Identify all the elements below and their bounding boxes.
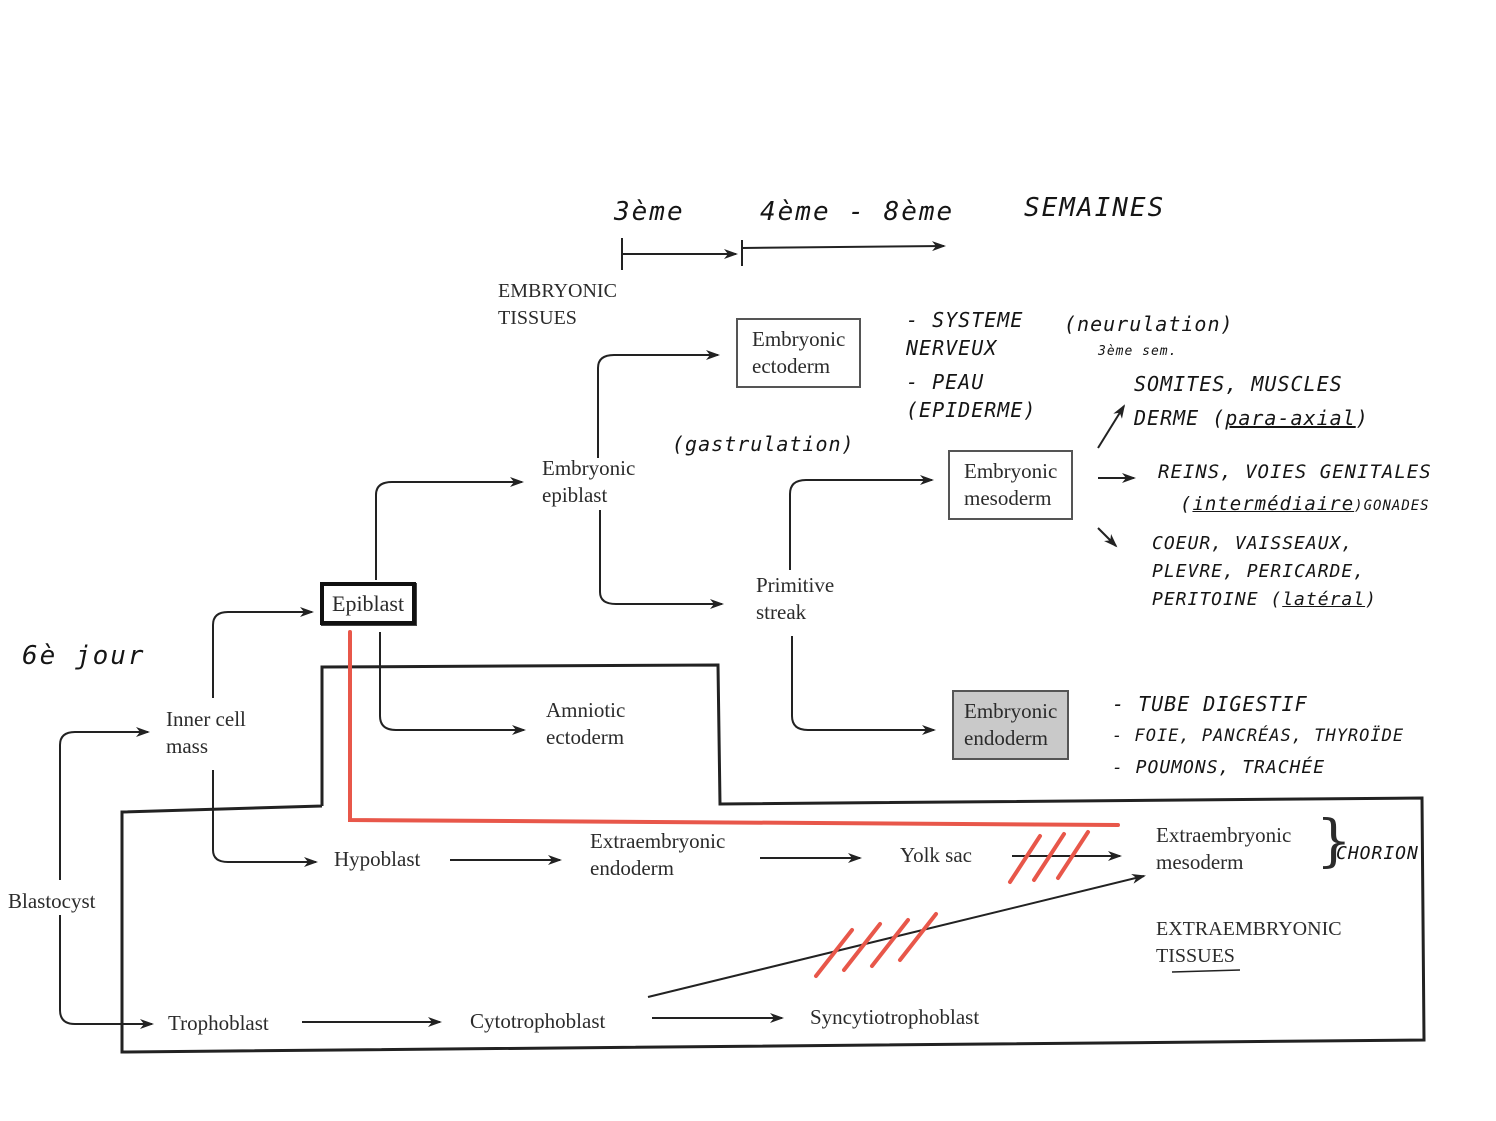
node-hypoblast: Hypoblast [334,847,421,871]
node-yolk-sac: Yolk sac [900,843,972,867]
heading-extraembryonic-tissues: EXTRAEMBRYONIC TISSUES [1156,918,1342,967]
annotation-coeur-block: COEUR, VAISSEAUX, PLEVRE, PERICARDE, PER… [1152,530,1377,614]
annotation-neurulation: (neurulation) [1064,312,1234,336]
node-amniotic-ectoderm: Amniotic ectoderm [546,698,626,749]
arrow-icm-epiblast [212,607,314,698]
annotation-gonades: )GONADES [1354,498,1430,514]
node-embryonic-endoderm: Embryonic endoderm [952,690,1070,760]
node-cytotrophoblast: Cytotrophoblast [470,1009,606,1033]
annotation-gastrulation: (gastrulation) [672,432,855,456]
annotation-foie: - FOIE, PANCRÉAS, THYROÏDE [1112,726,1405,746]
node-inner-cell-mass: Inner cell mass [166,707,246,758]
annotation-derme: DERME ( [1134,406,1226,430]
arrow-icm-hypoblast [212,770,318,867]
timeline-arrow-4to8 [741,241,946,252]
annotation-peau: - PEAU (EPIDERME) [906,370,1037,422]
arrow-blastocyst-troph [59,915,154,1029]
node-syncytiotrophoblast: Syncytiotrophoblast [810,1005,980,1029]
arrow-streak-mesoderm [789,475,934,570]
node-blastocyst: Blastocyst [8,889,96,913]
node-embryonic-epiblast: Embryonic epiblast [542,456,636,507]
annotation-paraxial: para-axial [1225,406,1356,430]
timeline-weeks-label: 4ème - 8ème [760,197,955,227]
arrow-epiblast-amniotic [379,632,526,735]
red-hatch-2 [1032,832,1066,882]
arrow-mesoderm-lateral [1097,527,1118,548]
annotation-derme-row: DERME (para-axial) [1134,404,1369,432]
annotation-neurulation-week: 3ème sem. [1098,344,1178,359]
red-boundary-line [348,630,1120,827]
extraembryonic-underline [1171,969,1241,973]
node-trophoblast: Trophoblast [168,1011,269,1035]
node-primitive-streak: Primitive streak [756,573,835,624]
extraembryonic-frame [120,663,1426,1054]
red-hatch-3 [1056,830,1090,880]
arrow-embepiblast-ectoderm [597,350,720,458]
annotation-coeur: COEUR, VAISSEAUX, PLEVRE, PERICARDE, PER… [1152,533,1366,610]
arrow-embepiblast-streak [599,510,724,609]
red-hatch-1 [1008,834,1042,884]
node-extraembryonic-mesoderm: Extraembryonic mesoderm [1156,823,1292,874]
node-epiblast: Epiblast [320,582,417,625]
timeline-semaines-label: SEMAINES [1024,193,1166,223]
node-embryonic-ectoderm: Embryonic ectoderm [736,318,862,388]
annotation-day6: 6è jour [22,641,146,671]
red-hatch-6 [870,918,910,968]
arrow-blastocyst-icm [59,727,150,880]
arrow-mesoderm-paraxial [1097,404,1126,449]
annotation-somites: SOMITES, MUSCLES [1134,372,1343,396]
red-hatch-4 [814,928,854,978]
annotation-intermediaire-row: (intermédiaire)GONADES [1180,490,1430,520]
annotation-derme-close: ) [1355,406,1369,430]
annotation-intermediaire-open: ( [1180,493,1193,515]
node-extraembryonic-endoderm: Extraembryonic endoderm [590,829,726,880]
node-embryonic-mesoderm: Embryonic mesoderm [948,450,1074,520]
arrow-epiblast-embepiblast [375,477,524,580]
annotation-poumons: - POUMONS, TRACHÉE [1112,757,1326,778]
arrow-streak-endoderm [791,636,936,735]
red-hatch-5 [842,922,882,972]
red-hatch-7 [898,912,938,962]
heading-embryonic-tissues: EMBRYONIC TISSUES [498,280,617,329]
annotation-systeme-nerveux: - SYSTEME NERVEUX [906,308,1024,360]
annotation-reins: REINS, VOIES GENITALES [1158,461,1432,483]
annotation-intermediaire: intermédiaire [1192,493,1355,515]
chorion-brace: } [1316,809,1352,874]
annotation-tube-digestif: - TUBE DIGESTIF [1112,692,1308,716]
timeline-week3-label: 3ème [614,197,685,227]
annotation-lateral-close: ) [1365,589,1377,610]
annotation-chorion: CHORION [1336,843,1419,864]
annotation-lateral: latéral [1282,589,1366,610]
